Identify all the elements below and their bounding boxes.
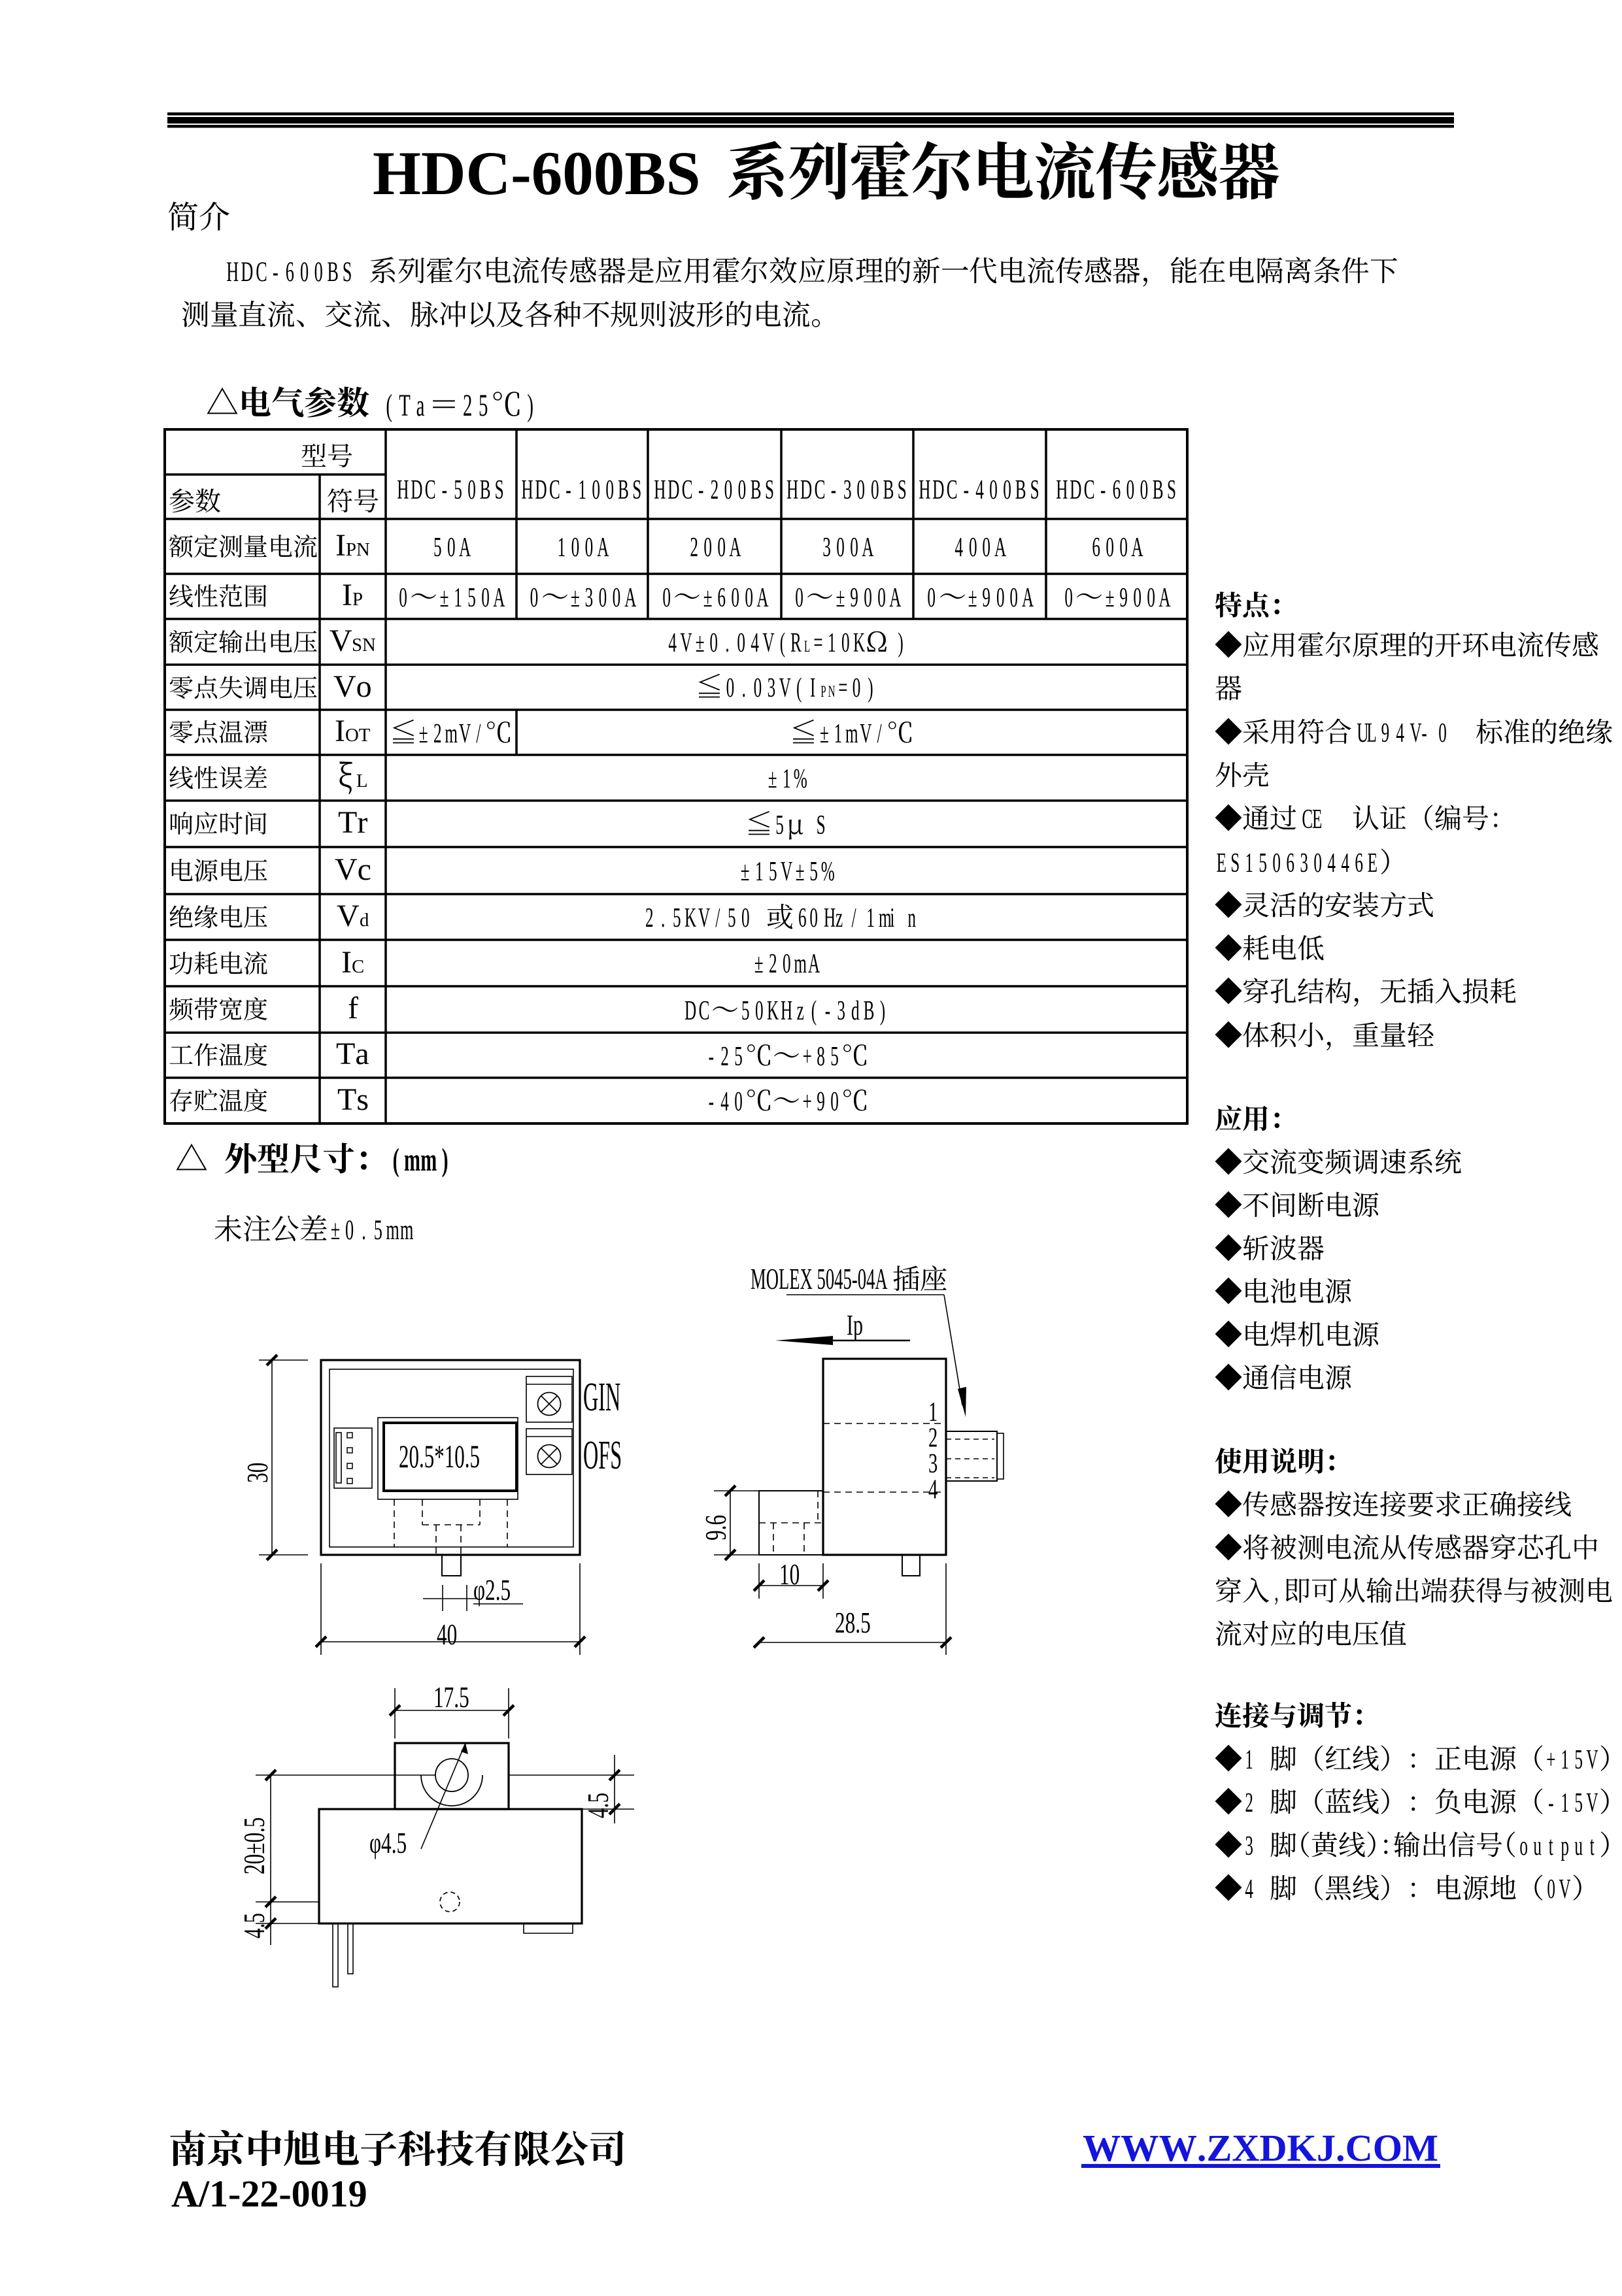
svg-text:φ4.5: φ4.5 <box>369 1826 407 1859</box>
svg-text:(Ta: (Ta <box>386 388 424 423</box>
svg-text:V: V <box>329 624 352 658</box>
svg-text:f: f <box>348 991 358 1025</box>
svg-text:3: 3 <box>1245 1831 1253 1861</box>
svg-text:0: 0 <box>795 583 803 613</box>
svg-text:d: d <box>360 910 369 931</box>
svg-text:10: 10 <box>779 1557 800 1591</box>
svg-text:0V: 0V <box>1547 1874 1570 1905</box>
svg-text:Ip: Ip <box>847 1309 863 1341</box>
svg-text:L: L <box>356 771 368 791</box>
svg-text:5: 5 <box>775 810 784 840</box>
svg-text:L: L <box>804 637 810 656</box>
svg-text:CE: CE <box>1302 805 1322 835</box>
svg-text:-25: -25 <box>709 1042 743 1072</box>
svg-text:+85: +85 <box>803 1042 839 1072</box>
svg-text:28.5: 28.5 <box>835 1606 871 1639</box>
svg-text:Vc: Vc <box>335 852 371 887</box>
svg-text:I: I <box>335 528 346 563</box>
svg-text:9.6: 9.6 <box>699 1515 732 1540</box>
svg-text:3: 3 <box>928 1448 938 1479</box>
svg-text:HDC-200BS: HDC-200BS <box>654 475 774 505</box>
svg-text:): ) <box>527 388 533 423</box>
svg-text:50A: 50A <box>433 533 471 563</box>
svg-text:I: I <box>335 714 345 748</box>
svg-text:-40: -40 <box>709 1087 743 1117</box>
svg-text:SN: SN <box>352 635 376 656</box>
svg-text:HDC-400BS: HDC-400BS <box>919 475 1039 505</box>
svg-text:0: 0 <box>927 583 936 613</box>
svg-text:50KHz(-3dB): 50KHz(-3dB) <box>741 996 885 1026</box>
svg-text:V: V <box>337 899 360 933</box>
svg-text:0: 0 <box>662 583 671 613</box>
svg-text:MOLEX 5045-04A: MOLEX 5045-04A <box>751 1263 888 1296</box>
svg-text:20±0.5: 20±0.5 <box>237 1817 271 1874</box>
svg-text:2: 2 <box>1245 1788 1253 1818</box>
svg-text:HDC-600BS: HDC-600BS <box>226 256 352 288</box>
svg-text:PN: PN <box>346 539 370 560</box>
svg-text:4: 4 <box>1245 1874 1253 1905</box>
svg-text:Ts: Ts <box>337 1082 369 1117</box>
svg-text:=0): =0) <box>838 673 873 703</box>
svg-text:I: I <box>341 945 352 980</box>
svg-text:30: 30 <box>241 1463 274 1483</box>
svg-text:Tr: Tr <box>338 805 367 840</box>
svg-text:4: 4 <box>928 1474 938 1505</box>
svg-text:GIN: GIN <box>583 1374 620 1420</box>
svg-text:): ) <box>898 628 903 658</box>
svg-text:0: 0 <box>530 583 539 613</box>
svg-text:Ta: Ta <box>336 1037 369 1071</box>
svg-text:PN: PN <box>820 682 835 701</box>
svg-text:4.5: 4.5 <box>581 1793 615 1818</box>
svg-text:,: , <box>1274 1577 1278 1607</box>
svg-text:1: 1 <box>928 1397 938 1427</box>
svg-text:Vo: Vo <box>333 669 372 704</box>
svg-text:4.5: 4.5 <box>237 1913 271 1938</box>
svg-text:S: S <box>817 810 826 840</box>
svg-text:2: 2 <box>928 1422 938 1453</box>
svg-text:P: P <box>352 589 363 610</box>
svg-text:φ2.5: φ2.5 <box>473 1573 511 1606</box>
svg-text:OFS: OFS <box>583 1433 622 1478</box>
svg-text:20.5*10.5: 20.5*10.5 <box>399 1439 480 1474</box>
svg-text:HDC-600BS: HDC-600BS <box>1056 475 1176 505</box>
svg-text:WWW.ZXDKJ.COM: WWW.ZXDKJ.COM <box>1083 2127 1438 2169</box>
svg-text:+90: +90 <box>803 1087 839 1117</box>
svg-text:1: 1 <box>1245 1745 1253 1775</box>
svg-text:±1%: ±1% <box>768 764 807 794</box>
svg-text:C: C <box>352 956 364 977</box>
svg-text:17.5: 17.5 <box>433 1680 469 1714</box>
svg-text:OT: OT <box>345 725 371 746</box>
svg-text:A/1-22-0019: A/1-22-0019 <box>171 2172 367 2215</box>
svg-text:HDC-100BS: HDC-100BS <box>521 475 641 505</box>
svg-text:HDC-300BS: HDC-300BS <box>786 475 907 505</box>
svg-text:0: 0 <box>399 583 407 613</box>
svg-text:I: I <box>342 578 352 612</box>
svg-text:40: 40 <box>437 1618 457 1651</box>
svg-text:HDC-600BS: HDC-600BS <box>373 139 700 208</box>
svg-text:0: 0 <box>1064 583 1073 613</box>
